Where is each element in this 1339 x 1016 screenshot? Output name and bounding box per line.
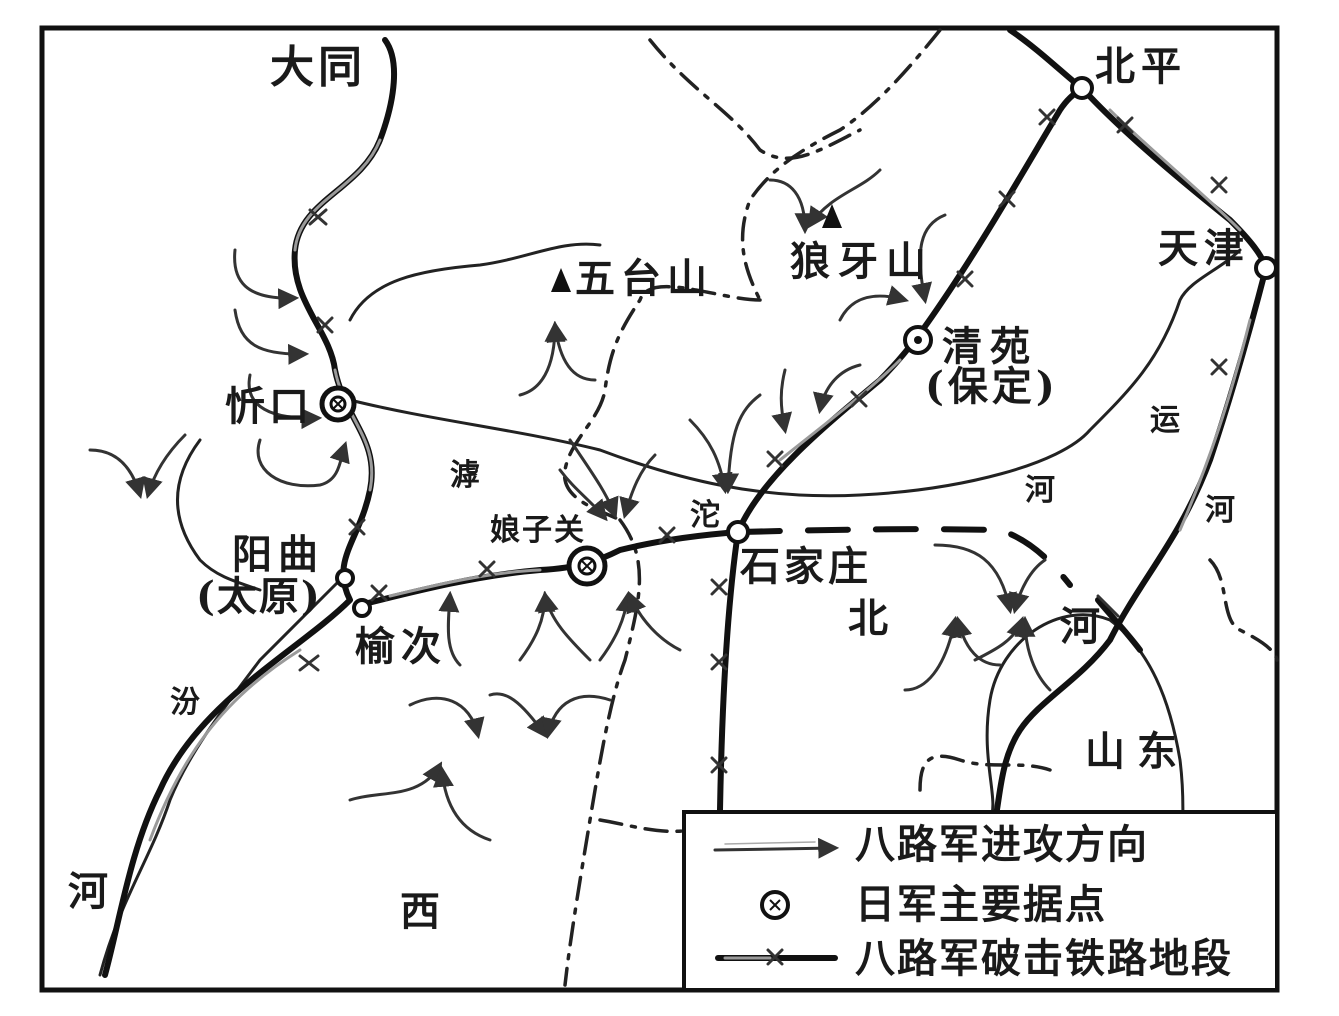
legend-stronghold-label: 日军主要据点 [855, 881, 1107, 928]
legend: 八路军进攻方向 日军主要据点 八路军破击铁路地段 [682, 810, 1279, 992]
label-fen-river: 河 [68, 868, 108, 915]
stations [335, 76, 1278, 618]
langyashan-mountain-icon [822, 204, 842, 228]
label-langyashan: 狼牙山 [790, 238, 934, 285]
legend-stronghold-icon [760, 890, 790, 920]
legend-attack-label: 八路军进攻方向 [855, 821, 1149, 868]
station-icon-shijiazhuang [726, 520, 750, 544]
wutaishan-mountain-icon [551, 268, 571, 292]
label-yun-1: 运 [1150, 403, 1180, 438]
label-baoding: (保定) [925, 363, 1059, 410]
label-fen-fen: 汾 [170, 685, 200, 720]
attack-arrows [88, 168, 1052, 842]
station-icon-yangqu [335, 568, 355, 588]
station-icon-yuci [352, 598, 372, 618]
strongholds [319, 325, 933, 587]
label-hebei-he: 河 [1060, 603, 1100, 650]
label-tianjin: 天津 [1158, 225, 1250, 272]
station-icon-tianjin [1254, 256, 1278, 280]
label-hutuo-river: 河 [1025, 473, 1055, 508]
stronghold-icon-xinkou [319, 385, 357, 423]
label-yangqu: 阳曲 [232, 531, 324, 578]
label-yuci: 榆次 [355, 623, 447, 670]
label-wutaishan: 五台山 [575, 255, 713, 302]
label-shanxi-xi: 西 [400, 888, 440, 935]
label-yun-2: 河 [1205, 493, 1235, 528]
label-shijiazhuang: 石家庄 [740, 543, 872, 590]
label-xinkou: 忻口 [225, 383, 313, 430]
label-datong: 大同 [270, 42, 366, 93]
place-labels: 大同 北平 天津 五台山 狼牙山 清苑 (保定) 忻口 阳曲 (太原) 榆次 娘… [196, 42, 1250, 775]
legend-attack-arrow-icon [713, 837, 840, 859]
label-taiyuan: (太原) [196, 573, 322, 620]
destroyed-rail-marks [298, 108, 1228, 774]
stronghold-icon-niangziguan [566, 545, 608, 587]
label-shandong: 山东 [1085, 728, 1189, 775]
label-qingyuan: 清苑 [942, 323, 1038, 370]
legend-destroyed-rail-icon [715, 948, 838, 966]
label-hutuo-hu: 滹 [450, 458, 480, 493]
label-hebei-bei: 北 [848, 595, 888, 642]
region-labels: 滹 沱 河 运 河 北 河 汾 河 西 [68, 403, 1235, 935]
label-niangziguan: 娘子关 [490, 513, 586, 548]
map-frame [39, 25, 1280, 993]
province-borders [563, 28, 1279, 987]
mountains [551, 204, 842, 292]
label-beiping: 北平 [1095, 43, 1187, 90]
label-hutuo-tuo: 沱 [690, 498, 720, 533]
legend-destroyed-rail-label: 八路军破击铁路地段 [855, 935, 1233, 982]
station-icon-beiping [1070, 76, 1094, 100]
stronghold-icon-qingyuan [903, 325, 933, 355]
